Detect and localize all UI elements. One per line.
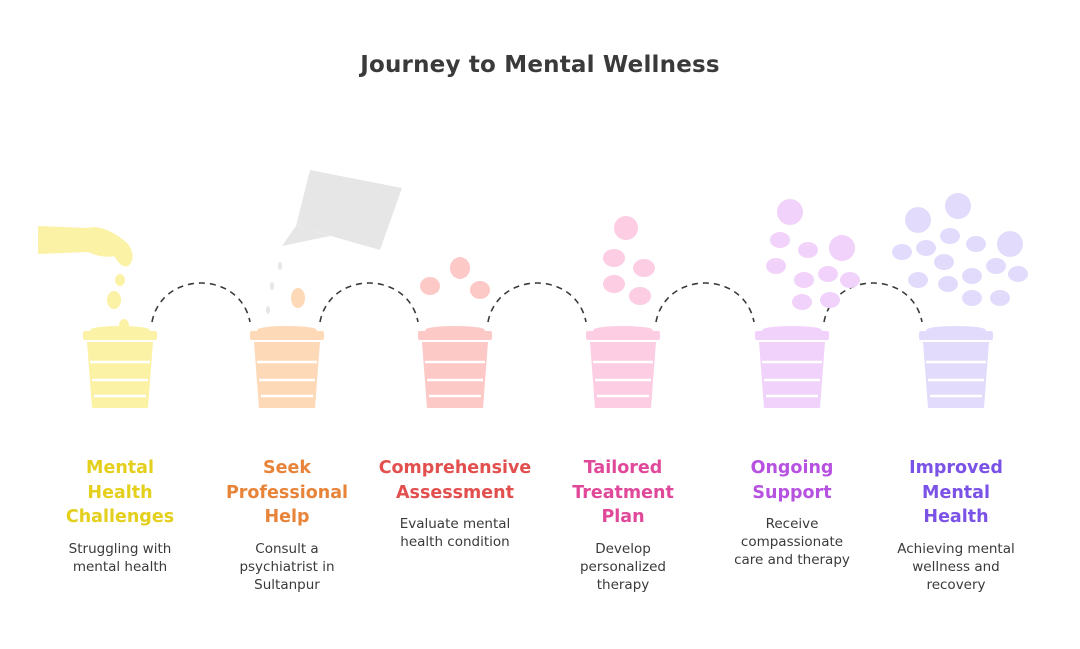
step-title-line: Health	[87, 482, 153, 503]
step-description-line: Achieving mental	[897, 540, 1015, 557]
step-title-line: Plan	[601, 507, 645, 527]
step-description-line: Sultanpur	[254, 576, 320, 593]
step-title-line: Professional	[225, 482, 349, 503]
step-title-line: Challenges	[65, 507, 175, 527]
step-description-line: Consult a	[255, 540, 319, 557]
connector-arc	[823, 282, 923, 323]
step-title-line: Comprehensive	[378, 458, 532, 478]
step-description-line: Receive	[765, 516, 819, 532]
full-bloom-plant	[892, 193, 1028, 306]
step-description-line: therapy	[596, 576, 650, 593]
pot-4	[586, 326, 660, 408]
sprout-leaves	[420, 257, 490, 299]
pot-5	[755, 326, 829, 408]
step-description-line: care and therapy	[734, 552, 850, 568]
pot-3	[418, 326, 492, 408]
pot-6	[919, 326, 993, 408]
step-title-line: Improved	[909, 458, 1003, 478]
step-description: Evaluate mental health condition	[370, 515, 540, 551]
step-description-line: psychiatrist in	[239, 558, 335, 575]
step-title-line: Treatment	[572, 482, 674, 503]
flowering-plant	[766, 199, 860, 310]
step-title-line: Health	[923, 507, 989, 527]
step-title-line: Support	[752, 482, 832, 503]
step-title-line: Help	[264, 507, 310, 527]
step-description-line: personalized	[579, 558, 666, 575]
journey-illustration	[38, 170, 1028, 408]
pot-2	[250, 326, 324, 408]
step-description-line: compassionate	[740, 534, 844, 550]
step-description-line: mental health	[72, 558, 168, 575]
connector-arcs	[151, 282, 923, 323]
pots-group	[83, 326, 993, 408]
step-title-line: Ongoing	[750, 458, 834, 478]
step-title-line: Assessment	[395, 482, 514, 503]
hand-illustration	[38, 226, 133, 333]
pot-1	[83, 326, 157, 408]
step-description-line: wellness and	[912, 558, 1000, 575]
step-title-line: Seek	[263, 458, 311, 478]
page-title: Journey to Mental Wellness	[360, 52, 720, 78]
step-description-line: Struggling with	[68, 540, 172, 557]
step-title-line: Mental	[86, 458, 154, 478]
connector-arc	[655, 282, 755, 323]
connector-arc	[319, 282, 419, 323]
growing-plant-leaves	[603, 216, 655, 305]
step-description: Receive compassionate care and therapy	[707, 515, 877, 569]
connector-arc	[487, 282, 587, 323]
step-description-line: recovery	[926, 576, 986, 593]
step-description-line: health condition	[400, 534, 510, 550]
step-description-line: Evaluate mental	[399, 516, 511, 532]
watering-can-illustration	[266, 170, 402, 314]
step-description-line: Develop	[595, 540, 651, 557]
step-title-line: Tailored	[583, 458, 663, 478]
step-title-line: Mental	[922, 482, 990, 503]
connector-arc	[151, 282, 251, 323]
